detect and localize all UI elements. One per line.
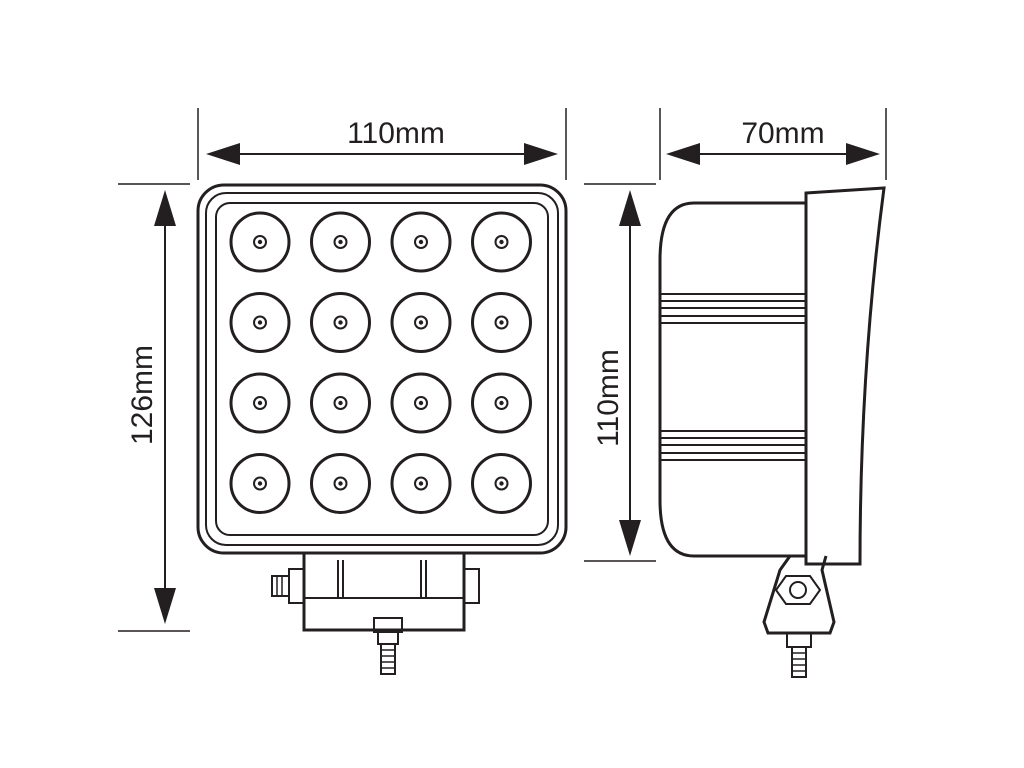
front-height-dimension: 126mm xyxy=(118,183,190,632)
arrow-down-icon xyxy=(619,520,641,556)
front-view xyxy=(196,183,568,675)
side-view xyxy=(658,186,886,678)
front-width-label: 110mm xyxy=(347,117,445,150)
led-lens-icon xyxy=(390,453,452,514)
led-lens-icon xyxy=(310,372,371,434)
side-height-dimension: 110mm xyxy=(584,183,656,562)
arrow-left-icon xyxy=(666,143,700,165)
hex-nut-icon xyxy=(774,575,822,605)
led-lens-icon xyxy=(390,211,452,273)
led-lens-icon xyxy=(390,292,452,353)
side-depth-label: 70mm xyxy=(741,117,824,150)
front-mount-bracket xyxy=(271,551,480,675)
arrow-right-icon xyxy=(524,143,558,165)
led-lens-icon xyxy=(229,453,291,514)
side-mount-bracket xyxy=(762,555,836,678)
led-lens-icon xyxy=(310,292,371,353)
arrow-down-icon xyxy=(154,588,176,624)
led-lens-icon xyxy=(471,372,532,434)
led-lens-icon xyxy=(471,211,532,273)
arrow-left-icon xyxy=(206,143,240,165)
arrow-right-icon xyxy=(846,143,880,165)
led-lens-icon xyxy=(310,211,371,273)
led-lens-icon xyxy=(390,372,452,434)
side-depth-dimension: 70mm xyxy=(659,108,887,180)
led-lens-icon xyxy=(471,453,532,514)
arrow-up-icon xyxy=(154,190,176,226)
front-width-dimension: 110mm xyxy=(197,108,567,180)
led-lens-icon xyxy=(310,453,371,514)
side-height-label: 110mm xyxy=(592,349,625,447)
led-lens-icon xyxy=(229,292,291,353)
arrow-up-icon xyxy=(619,190,641,226)
front-height-label: 126mm xyxy=(126,345,159,445)
led-grid xyxy=(229,211,532,514)
led-lens-icon xyxy=(471,292,532,353)
led-lens-icon xyxy=(229,372,291,434)
led-lens-icon xyxy=(229,211,291,273)
